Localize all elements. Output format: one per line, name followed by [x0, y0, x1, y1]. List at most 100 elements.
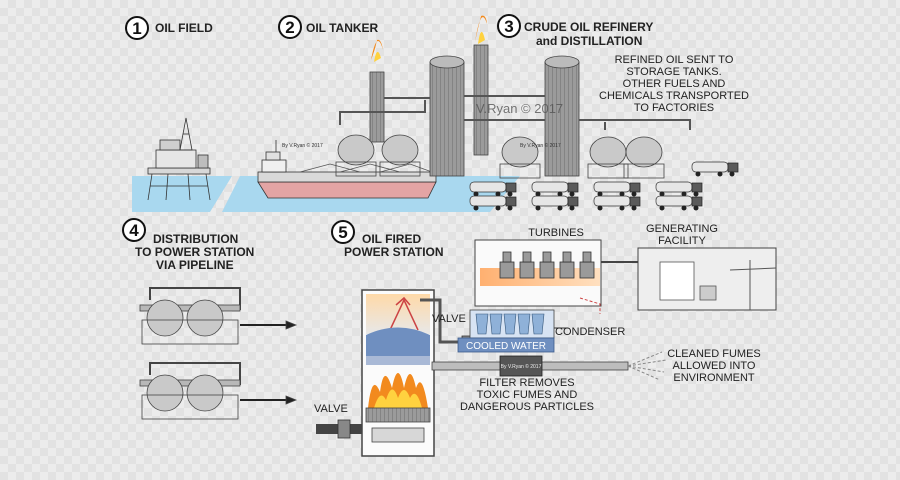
step-number: 3: [504, 17, 513, 36]
lorry-wheel: [507, 205, 513, 211]
valve-bottom-label: VALVE: [314, 403, 348, 415]
step-title-line-2: POWER STATION: [344, 245, 444, 259]
step-1-header: 1 OIL FIELD: [125, 16, 213, 40]
tanker-credit: By V.Ryan © 2017: [282, 142, 323, 149]
condenser-cell: [517, 313, 531, 335]
step-4-header: 4 DISTRIBUTION TO POWER STATION VIA PIPE…: [122, 218, 254, 272]
step-title: CRUDE OIL REFINERY: [524, 20, 653, 34]
tank-stand: [499, 163, 541, 179]
condenser-cells: [475, 313, 545, 335]
refinery-note: REFINED OIL SENT TO STORAGE TANKS. OTHER…: [599, 54, 749, 114]
turbine-unit: [519, 261, 535, 279]
lorry-wheel: [631, 191, 637, 197]
generating-label-line-2: FACILITY: [658, 235, 706, 247]
cooled-water-channel: [457, 337, 555, 353]
turbine-unit: [559, 261, 575, 279]
tanker-lorry: [531, 181, 579, 197]
lorry-wheel: [597, 191, 603, 197]
step-title: OIL FIELD: [155, 21, 213, 35]
tanker-lorry: [593, 181, 641, 197]
tanker-lorry: [655, 181, 703, 197]
lorry-wheel: [507, 191, 513, 197]
lorry-wheel: [535, 191, 541, 197]
flue-filter: By V.Ryan © 2017: [431, 351, 667, 381]
step-number-badge: [125, 16, 149, 40]
condenser-cell: [489, 313, 503, 335]
lorry-cab: [567, 182, 579, 193]
step-number: 4: [129, 221, 139, 240]
pipeline-depot-upper: [139, 287, 298, 345]
step-title-line-2: TO POWER STATION: [135, 245, 254, 259]
storage-tank: [381, 134, 419, 166]
refinery-note-line: OTHER FUELS AND: [623, 78, 726, 90]
step-2-header: 2 OIL TANKER: [278, 15, 379, 39]
storage-tank: [337, 134, 375, 166]
furnace-flames: [368, 373, 428, 408]
tank-stand: [335, 161, 377, 177]
refinery-flare-stacks: [369, 15, 489, 156]
lorry-wheel: [681, 191, 687, 197]
step-number-badge: [331, 220, 355, 244]
step-number-badge: [278, 15, 302, 39]
storage-tanks: [335, 134, 665, 179]
lorry-tank: [469, 195, 507, 207]
step-title: OIL FIRED: [362, 232, 421, 246]
fumes-label-line-3: ENVIRONMENT: [673, 372, 755, 384]
filter-credit: By V.Ryan © 2017: [501, 363, 542, 370]
turbine-units: [499, 251, 595, 279]
lorry-wheel: [619, 191, 625, 197]
oil-tanker: [257, 140, 437, 199]
step-number-badge: [122, 218, 146, 242]
step-number: 5: [338, 223, 347, 242]
lorry-wheel: [619, 205, 625, 211]
turbines-label: TURBINES: [528, 227, 584, 239]
cooled-water-label: COOLED WATER: [466, 341, 546, 352]
tank-stand: [587, 163, 629, 179]
refinery-watermark: V.Ryan © 2017: [476, 101, 563, 116]
tanker-lorry: [593, 195, 641, 211]
lorry-wheel: [569, 205, 575, 211]
pipeline-depot-lower: [139, 362, 298, 420]
filter-label-line-2: TOXIC FUMES AND: [477, 389, 578, 401]
lorry-tank: [593, 181, 631, 193]
lorry-cab: [691, 196, 703, 207]
distillation-towers: [429, 55, 580, 177]
step-3-header: 3 CRUDE OIL REFINERY and DISTILLATION: [497, 14, 653, 48]
lorry-wheel: [557, 191, 563, 197]
tanker-lorry: [469, 181, 517, 197]
lorry-wheel: [681, 205, 687, 211]
lorry-tank: [655, 181, 693, 193]
generating-label-line-1: GENERATING: [646, 223, 718, 235]
lorry-cab: [505, 182, 517, 193]
tanker-lorries: [469, 161, 739, 211]
lorry-tank: [655, 195, 693, 207]
lorry-wheel: [659, 191, 665, 197]
refinery-note-line: REFINED OIL SENT TO: [615, 54, 734, 66]
filter-label-line-3: DANGEROUS PARTICLES: [460, 401, 594, 413]
lorry-cab: [629, 182, 641, 193]
condenser-cell: [531, 313, 545, 335]
pipework: [339, 95, 691, 130]
tanker-lorry: [655, 195, 703, 211]
step-subtitle: and DISTILLATION: [536, 34, 642, 48]
lorry-wheel: [695, 171, 701, 177]
turbine-unit: [499, 261, 515, 279]
tanker-lorry: [469, 195, 517, 211]
storage-tank: [625, 136, 663, 168]
turbine-top: [542, 251, 552, 263]
condenser-cell: [475, 313, 489, 335]
turbine-top: [502, 251, 512, 263]
lorry-wheel: [659, 205, 665, 211]
turbine-top: [522, 251, 532, 263]
step-5-header: 5 OIL FIRED POWER STATION: [331, 220, 444, 259]
step-number: 2: [285, 18, 294, 37]
step-title: DISTRIBUTION: [153, 232, 238, 246]
condenser-unit: [469, 309, 568, 339]
valve-top-label: VALVE: [432, 313, 466, 325]
lorry-wheel: [495, 191, 501, 197]
lorry-wheel: [729, 171, 735, 177]
storage-tank: [589, 136, 627, 168]
lorry-wheel: [693, 205, 699, 211]
storage-tank: [501, 136, 539, 168]
tanker-lorry: [531, 195, 579, 211]
